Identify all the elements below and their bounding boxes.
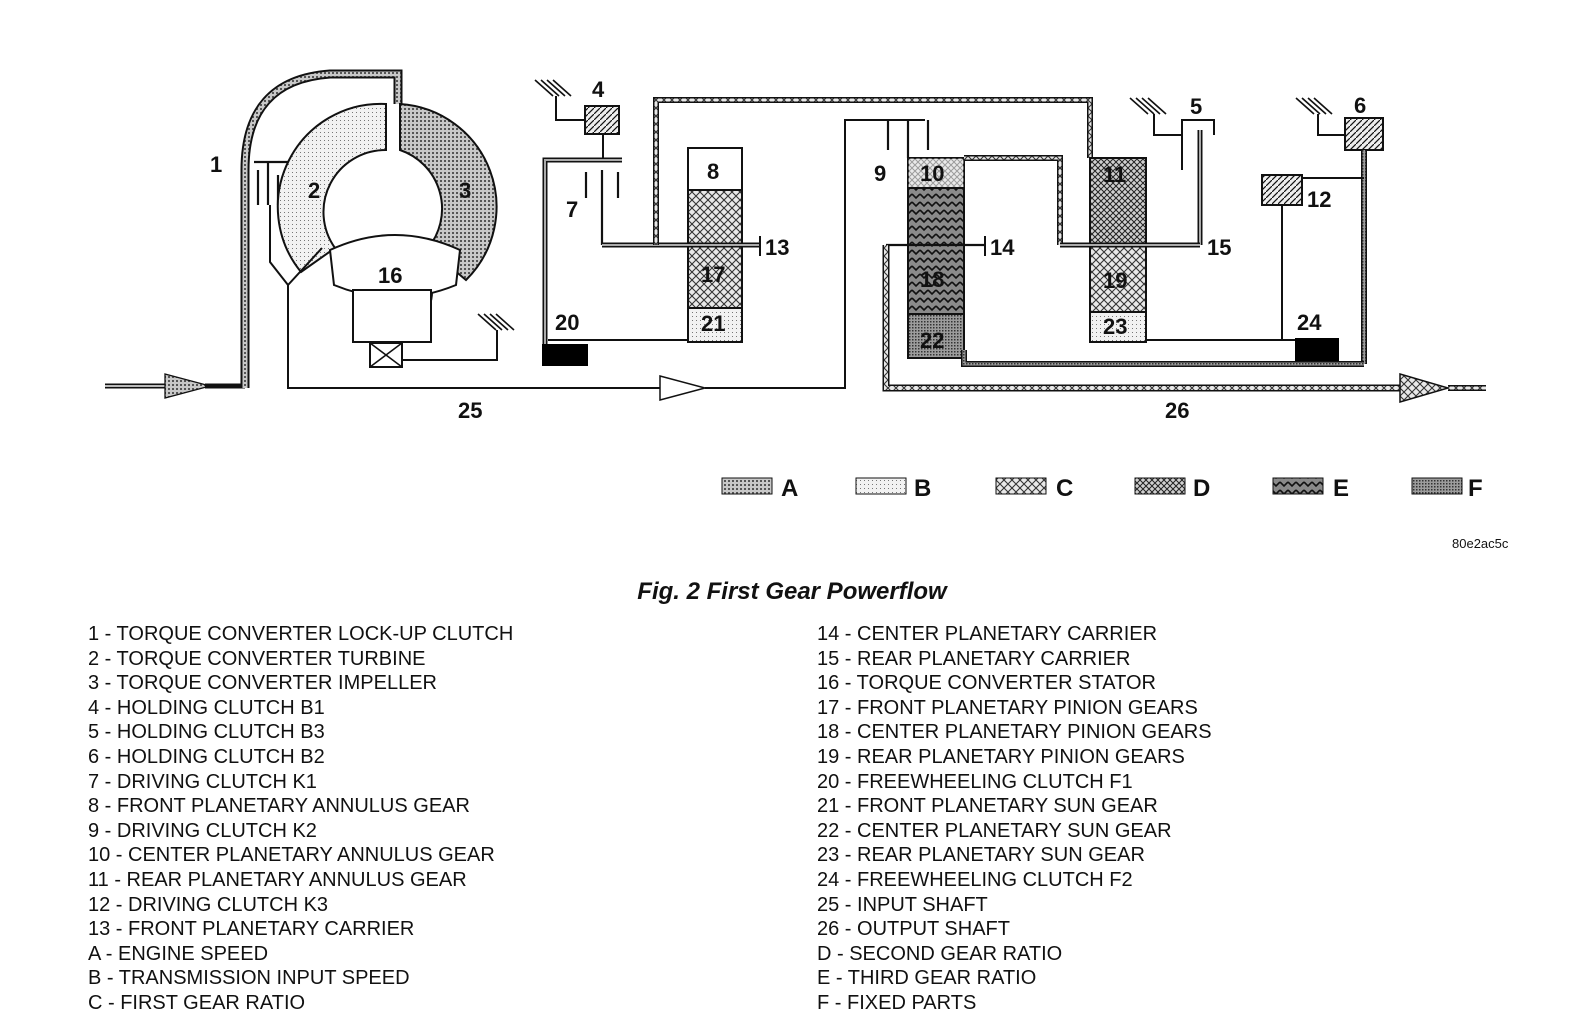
legend-item: 23 - REAR PLANETARY SUN GEAR	[817, 844, 1145, 867]
legend-swatch-a: A	[721, 475, 798, 502]
callout-15: 15	[1207, 235, 1231, 260]
legend-item: 14 - CENTER PLANETARY CARRIER	[817, 623, 1158, 645]
pattern-legend: A B C D E F	[721, 475, 1483, 502]
callout-7: 7	[566, 197, 578, 222]
svg-text:E: E	[1333, 475, 1349, 502]
parts-legend-left: 1 - TORQUE CONVERTER LOCK-UP CLUTCH 2 - …	[88, 622, 513, 1016]
callout-2: 2	[308, 178, 320, 203]
svg-text:C: C	[1056, 475, 1073, 502]
legend-item: 19 - REAR PLANETARY PINION GEARS	[817, 745, 1185, 768]
front-planetary-sun-gear	[687, 307, 743, 343]
legend-item: 15 - REAR PLANETARY CARRIER	[817, 647, 1131, 670]
front-planetary-pinion-gears	[687, 189, 743, 309]
legend-item: 9 - DRIVING CLUTCH K2	[88, 819, 317, 842]
legend-swatch-e: E	[1272, 475, 1349, 502]
callout-11: 11	[1103, 162, 1126, 187]
callout-14: 14	[990, 235, 1015, 260]
holding-clutch-b2	[1295, 97, 1384, 364]
callout-16: 16	[378, 263, 402, 288]
callout-24: 24	[1297, 310, 1322, 335]
legend-item: 1 - TORQUE CONVERTER LOCK-UP CLUTCH	[88, 623, 514, 645]
holding-clutch-b1	[534, 79, 620, 160]
legend-item: 11 - REAR PLANETARY ANNULUS GEAR	[88, 868, 467, 891]
center-planetary-pinion-gears	[907, 187, 965, 315]
legend-item: 10 - CENTER PLANETARY ANNULUS GEAR	[88, 844, 495, 867]
svg-text:F: F	[1468, 475, 1483, 502]
freewheeling-clutch-f1	[542, 344, 588, 366]
callout-5: 5	[1190, 94, 1202, 119]
legend-item: 3 - TORQUE CONVERTER IMPELLER	[88, 672, 437, 695]
legend-item: 22 - CENTER PLANETARY SUN GEAR	[817, 819, 1172, 842]
torque-converter-impeller	[399, 102, 498, 282]
legend-item: D - SECOND GEAR RATIO	[817, 942, 1063, 965]
powerflow-diagram: 1 2 3 4 5 6 7 8 9 10 11 12 13 14 15 16 1…	[105, 69, 1486, 502]
input-shaft	[287, 119, 925, 401]
rear-planetary-annulus-gear	[1089, 157, 1147, 245]
parts-legend-right: 14 - CENTER PLANETARY CARRIER 15 - REAR …	[817, 622, 1212, 1016]
legend-item: 20 - FREEWHEELING CLUTCH F1	[817, 770, 1133, 793]
legend-item: 4 - HOLDING CLUTCH B1	[88, 696, 325, 719]
legend-item: 7 - DRIVING CLUTCH K1	[88, 770, 317, 793]
callout-22: 22	[920, 328, 944, 353]
callout-6: 6	[1354, 93, 1366, 118]
legend-item: E - THIRD GEAR RATIO	[817, 967, 1037, 990]
output-shaft	[882, 245, 1486, 403]
callout-10: 10	[920, 161, 944, 186]
legend-swatch-c: C	[995, 475, 1073, 502]
engine-input-arrow	[105, 373, 245, 399]
legend-item: 2 - TORQUE CONVERTER TURBINE	[88, 647, 426, 670]
driving-clutch-k2	[886, 120, 930, 158]
legend-item: F - FIXED PARTS	[817, 991, 977, 1014]
svg-text:A: A	[781, 475, 798, 502]
legend-item: B - TRANSMISSION INPUT SPEED	[88, 967, 410, 990]
callout-23: 23	[1103, 314, 1127, 339]
legend-item: C - FIRST GEAR RATIO	[88, 991, 306, 1014]
callout-21: 21	[701, 311, 725, 336]
svg-text:B: B	[914, 475, 931, 502]
figure-code: 80e2ac5c	[1452, 536, 1509, 551]
svg-text:D: D	[1193, 475, 1210, 502]
callout-26: 26	[1165, 398, 1189, 423]
driving-clutch-k3	[1261, 174, 1303, 340]
legend-item: A - ENGINE SPEED	[88, 942, 269, 965]
legend-item: 6 - HOLDING CLUTCH B2	[88, 745, 325, 768]
legend-swatch-d: D	[1134, 475, 1210, 502]
holding-clutch-b3	[1129, 97, 1215, 245]
legend-swatch-b: B	[855, 475, 931, 502]
legend-item: 17 - FRONT PLANETARY PINION GEARS	[817, 696, 1198, 719]
legend-item: 21 - FRONT PLANETARY SUN GEAR	[817, 795, 1158, 818]
callout-3: 3	[459, 178, 471, 203]
callout-18: 18	[920, 267, 944, 292]
callout-20: 20	[555, 310, 579, 335]
callout-4: 4	[592, 77, 605, 102]
callout-19: 19	[1103, 268, 1127, 293]
callout-12: 12	[1307, 187, 1331, 212]
callout-8: 8	[707, 159, 719, 184]
callout-1: 1	[210, 152, 222, 177]
legend-item: 8 - FRONT PLANETARY ANNULUS GEAR	[88, 795, 470, 818]
legend-item: 25 - INPUT SHAFT	[817, 893, 988, 916]
legend-item: 12 - DRIVING CLUTCH K3	[88, 893, 329, 916]
figure-caption: Fig. 2 First Gear Powerflow	[637, 578, 947, 605]
callout-9: 9	[874, 161, 886, 186]
callout-25: 25	[458, 398, 482, 423]
legend-item: 16 - TORQUE CONVERTER STATOR	[817, 672, 1156, 695]
legend-item: 13 - FRONT PLANETARY CARRIER	[88, 918, 415, 941]
lock-up-clutch	[254, 160, 288, 205]
torque-converter-turbine	[276, 102, 387, 274]
legend-swatch-f: F	[1411, 475, 1483, 502]
legend-item: 5 - HOLDING CLUTCH B3	[88, 721, 325, 744]
legend-item: 18 - CENTER PLANETARY PINION GEARS	[817, 721, 1212, 744]
freewheeling-clutch-f2	[1295, 338, 1339, 364]
legend-item: 26 - OUTPUT SHAFT	[817, 918, 1010, 941]
center-planetary-sun-gear	[907, 313, 965, 359]
callout-17: 17	[701, 262, 725, 287]
rear-planetary-sun-gear	[1089, 311, 1147, 343]
legend-item: 24 - FREEWHEELING CLUTCH F2	[817, 868, 1133, 891]
callout-13: 13	[765, 235, 789, 260]
